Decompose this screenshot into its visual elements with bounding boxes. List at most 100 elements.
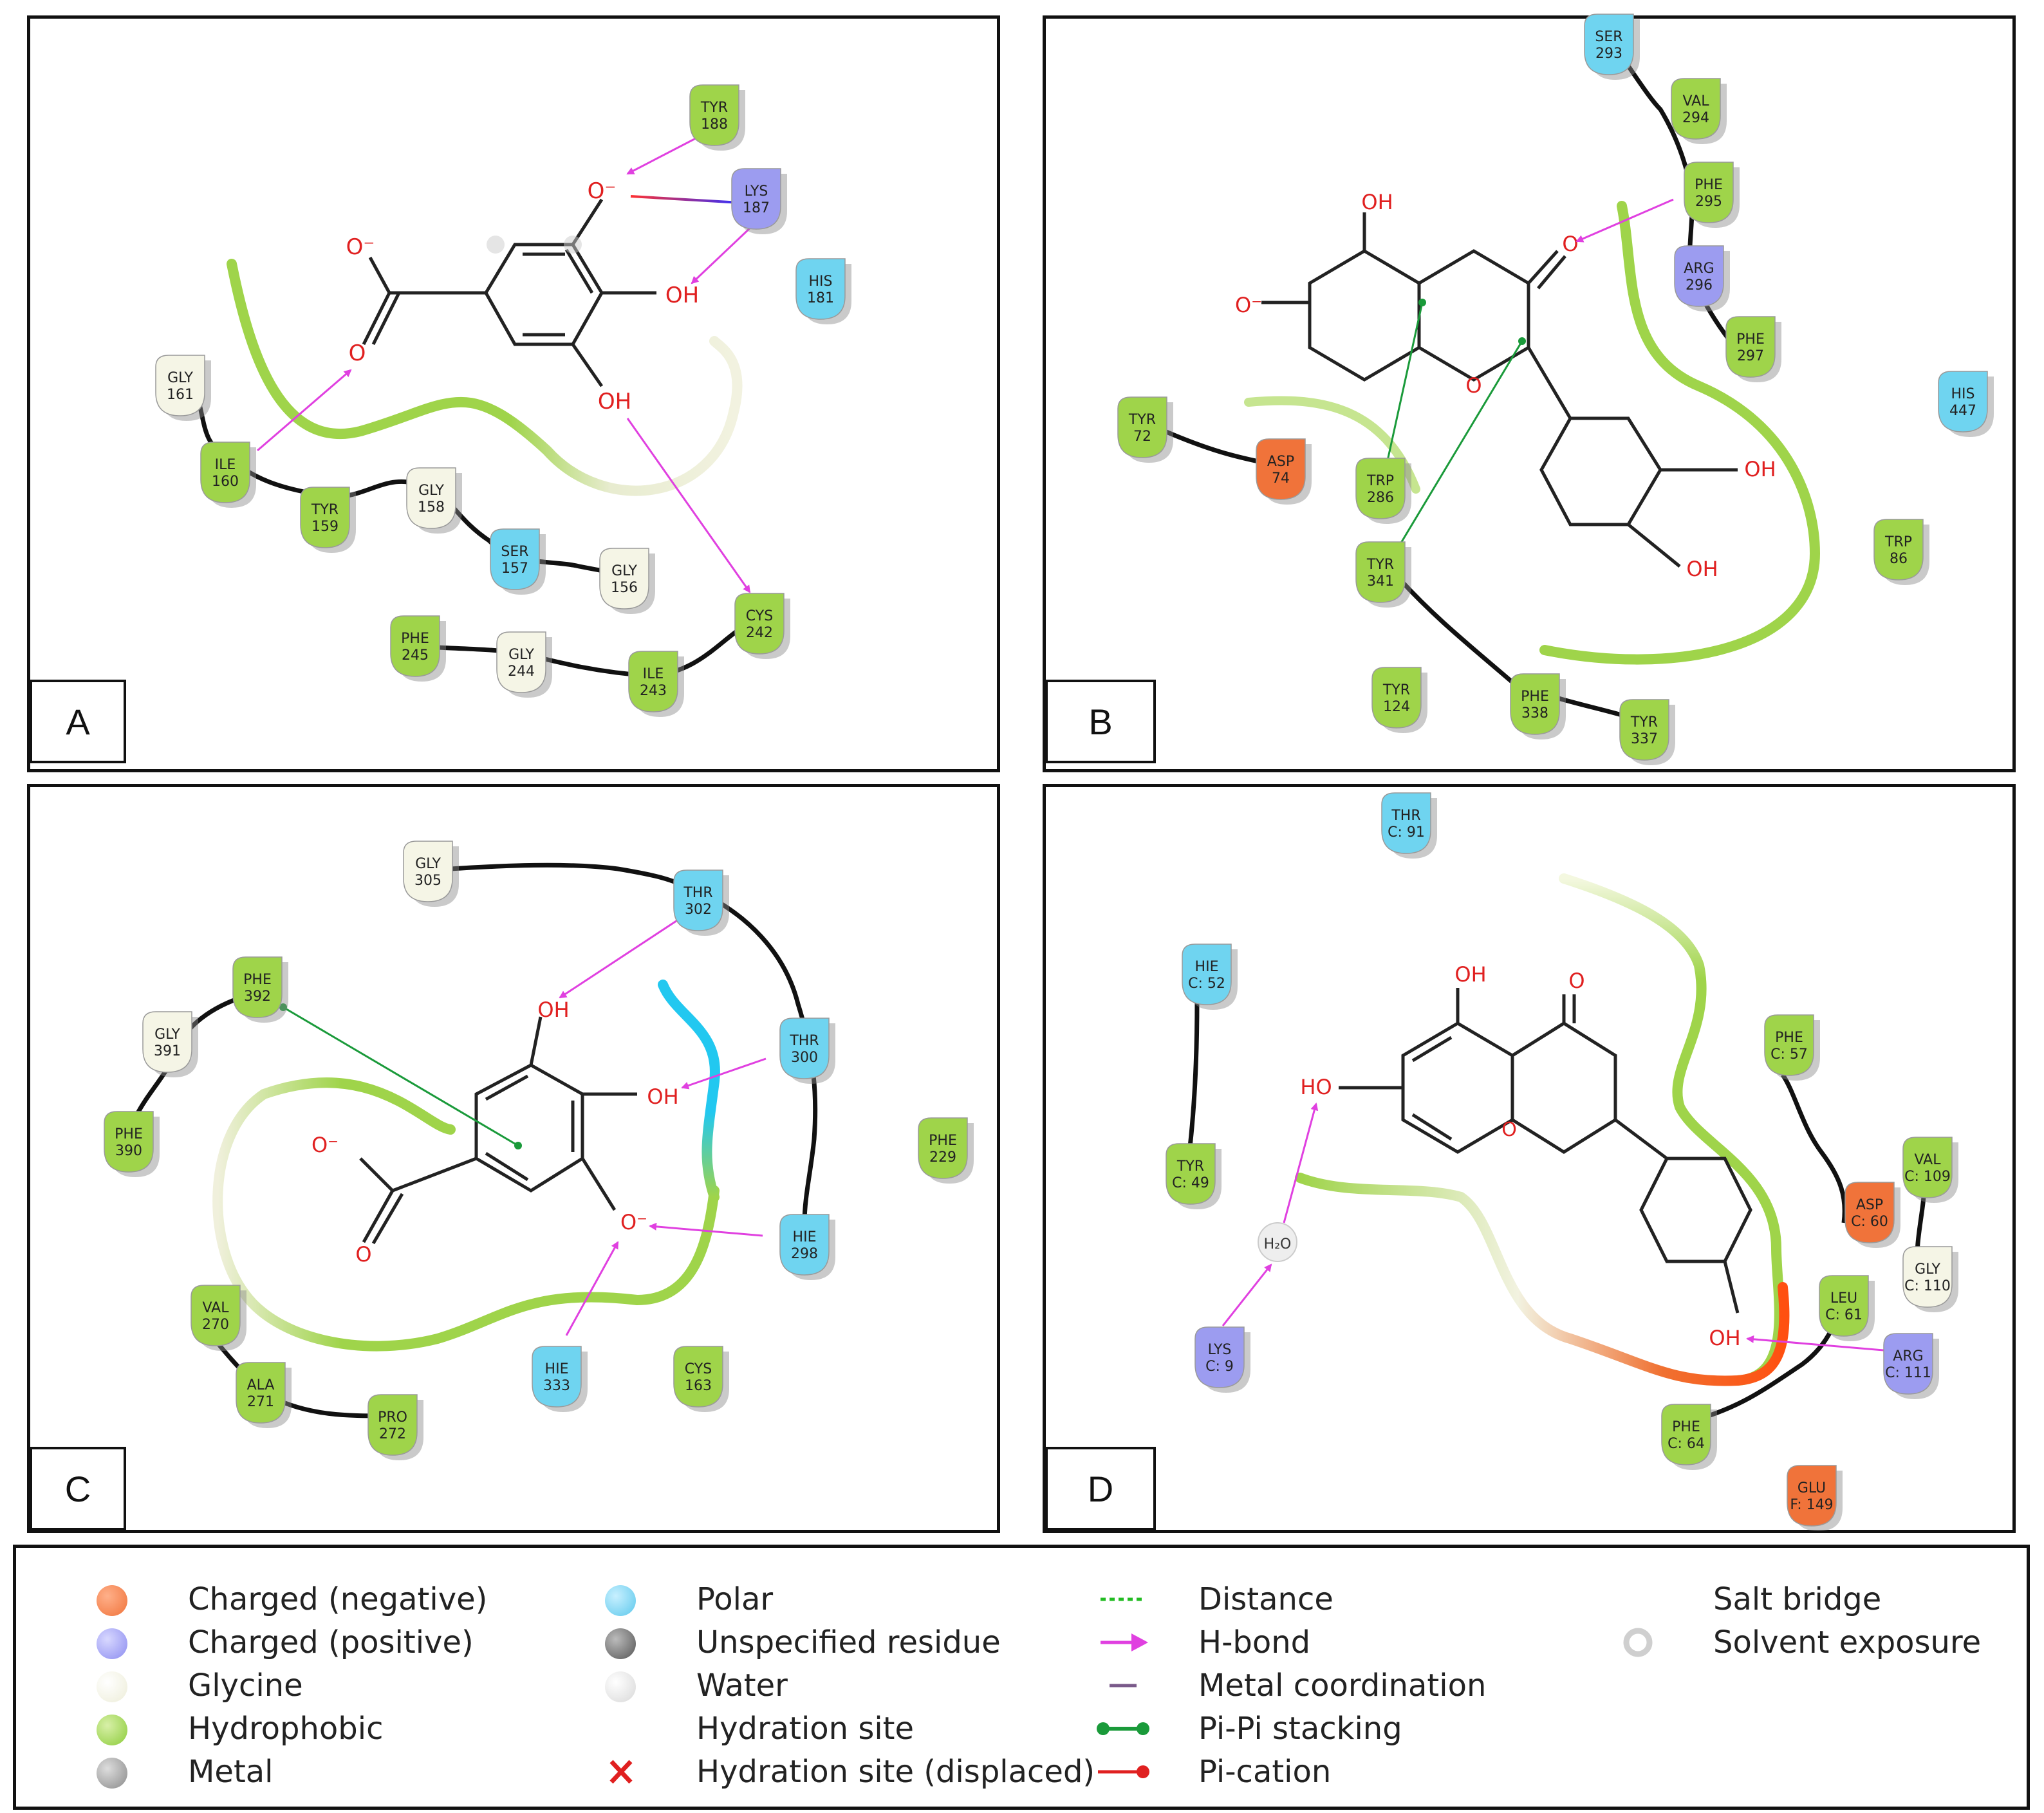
metal-coordination-icon [1110,1684,1137,1687]
atom-d-1: O [1568,969,1584,993]
hbond-a3 [257,369,352,452]
ligand-b [1261,212,1738,568]
residue-number: 243 [640,683,667,699]
residue-name: TRP [1884,534,1912,550]
salt-bridge-icon [1615,1597,1660,1601]
legend-item-polar: Polar [592,1580,773,1619]
panel-a-diagram: O⁻ O⁻ O OH OH [190,127,754,678]
pipi-stacking-icon [1097,1722,1149,1735]
residue-name: HIE [793,1229,817,1245]
residue-number: 242 [746,625,773,641]
ligand-c [359,1016,637,1245]
water-swatch [605,1671,636,1702]
pipi-c1 [283,1006,519,1147]
pocket-outline-a [227,259,743,496]
panel-b-frame [1043,15,2016,772]
pipi-b1 [1386,302,1424,464]
residue-name: SER [501,544,528,560]
residue-name: CYS [746,608,773,624]
residue-number: 341 [1367,573,1394,590]
residue-name: TYR [1366,557,1394,573]
panel-c-label: C [30,1447,126,1530]
residue-number: C: 49 [1172,1175,1209,1191]
residue-name: TYR [1128,412,1156,428]
distance-line-icon [1101,1597,1146,1601]
residue-number: 298 [791,1246,818,1262]
hbond-a2 [691,224,754,284]
residue-name: HIS [809,274,833,290]
residue-name: THR [683,885,712,901]
residue-number: 163 [685,1378,712,1394]
backbone-d2 [1781,1074,1847,1223]
charged-negative-swatch [97,1585,127,1616]
legend-item-hbond: H-bond [1094,1623,1310,1662]
residue-name: PRO [378,1409,407,1426]
residue-number: C: 64 [1668,1436,1705,1452]
residue-name: ARG [1893,1348,1923,1364]
residue-name: PHE [1736,331,1765,348]
residue-name: PHE [929,1133,957,1149]
hbond-d2 [1222,1263,1272,1326]
residue-number: 300 [791,1050,818,1066]
hbond-c3 [649,1222,763,1237]
residue-name: TYR [1382,682,1410,698]
atom-a-1: O⁻ [346,234,375,260]
backbone-d1 [1185,1000,1200,1169]
residue-name: PHE [243,972,272,988]
residue-number: 188 [701,116,728,133]
atom-b-4: OH [1744,457,1776,481]
legend-item-pipi: Pi-Pi stacking [1094,1709,1402,1748]
residue-name: LYS [745,183,768,200]
residue-name: TYR [1176,1158,1204,1175]
residue-name: PHE [1521,689,1549,705]
residue-name: PHE [1672,1419,1700,1435]
residue-number: C: 57 [1770,1046,1808,1063]
residue-number: 337 [1631,731,1658,747]
atom-b-5: OH [1686,557,1718,581]
atom-a-2: O [349,340,366,366]
hbond-c2 [681,1057,767,1090]
residue-name: THR [789,1033,819,1049]
residue-name: TYR [311,502,339,518]
residue-number: C: 91 [1388,824,1425,841]
glycine-swatch [97,1671,127,1702]
residue-name: ASP [1267,454,1294,470]
backbone-a2 [405,618,754,678]
atom-d-0: OH [1454,962,1486,987]
residue-number: 302 [685,902,712,918]
hydrophobic-swatch [97,1715,127,1745]
residue-name: GLU [1798,1480,1826,1496]
residue-name: HIE [545,1361,569,1377]
legend-item-metal: Metal [84,1753,274,1791]
legend-item-glycine: Glycine [84,1666,303,1705]
residue-name: GLY [167,370,193,386]
residue-name: ILE [215,457,236,473]
hbond-arrow-icon [1101,1633,1148,1651]
panel-a-label: A [30,680,126,763]
residue-number: C: 9 [1205,1359,1234,1375]
displaced-x-icon [609,1760,633,1784]
residue-name: TYR [1630,714,1658,730]
